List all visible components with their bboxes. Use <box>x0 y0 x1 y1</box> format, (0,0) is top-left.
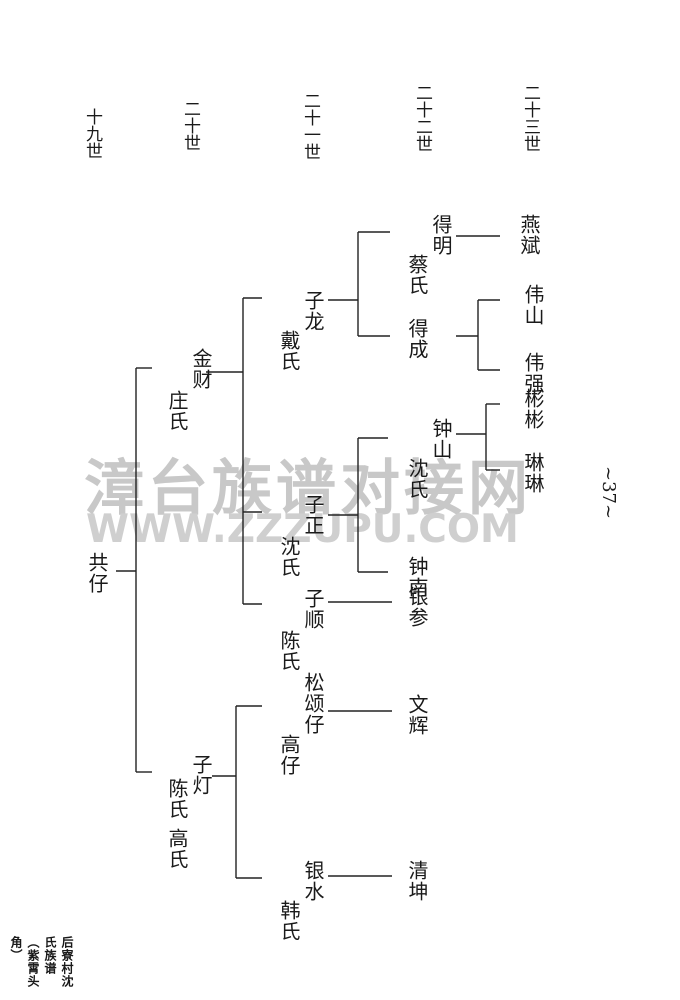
spouse-chen: 陈氏 <box>277 630 301 672</box>
spouse-shen: 沈氏 <box>277 536 301 578</box>
spouse-zhuang: 庄氏 <box>165 390 189 432</box>
spouse-dai: 戴氏 <box>277 330 301 372</box>
spouse-gaozai: 高仔 <box>277 734 301 776</box>
spouse-chen-2: 陈氏 <box>165 778 189 820</box>
person-yincan: 银参 <box>405 586 429 628</box>
person-zilong: 子龙 <box>301 290 325 332</box>
person-jincai: 金财 <box>189 348 213 390</box>
footer-title: 后寮村沈氏族谱（紫霄头角） <box>9 936 74 988</box>
person-yinshui: 银水 <box>301 860 325 902</box>
person-weiqiang: 伟强 <box>521 352 545 394</box>
person-deming: 得明 <box>429 214 453 256</box>
person-linlin: 琳琳 <box>521 452 545 494</box>
watermark-cn: 漳台族谱对接网 <box>84 454 532 524</box>
person-gongzai: 共仔 <box>85 552 109 594</box>
watermark-en: WWW.ZZZUPU.COM <box>86 507 519 552</box>
spouse-han: 韩氏 <box>277 900 301 942</box>
person-wenhui: 文辉 <box>405 694 429 736</box>
generation-20-label: 二十世 <box>180 100 200 151</box>
person-qingkun: 清坤 <box>405 860 429 902</box>
page-number: ~37~ <box>598 466 619 520</box>
spouse-shen-2: 沈氏 <box>405 458 429 500</box>
generation-23-label: 二十三世 <box>520 84 540 152</box>
person-zizheng: 子正 <box>301 494 325 536</box>
person-decheng: 得成 <box>405 318 429 360</box>
generation-19-label: 十九世 <box>82 108 102 159</box>
person-binbin: 彬彬 <box>521 388 545 430</box>
person-zideng: 子灯 <box>189 754 213 796</box>
person-songsongzai: 松颂仔 <box>301 672 325 735</box>
person-zhongshan: 钟山 <box>429 418 453 460</box>
person-zhongnan: 钟南 <box>405 556 429 598</box>
person-weishan: 伟山 <box>521 284 545 326</box>
spouse-gao: 高氏 <box>165 828 189 870</box>
spouse-cai: 蔡氏 <box>405 254 429 296</box>
person-zishun: 子顺 <box>301 588 325 630</box>
generation-22-label: 二十二世 <box>412 84 432 152</box>
person-yanbin: 燕斌 <box>517 214 541 256</box>
generation-21-label: 二十一世 <box>300 92 320 160</box>
